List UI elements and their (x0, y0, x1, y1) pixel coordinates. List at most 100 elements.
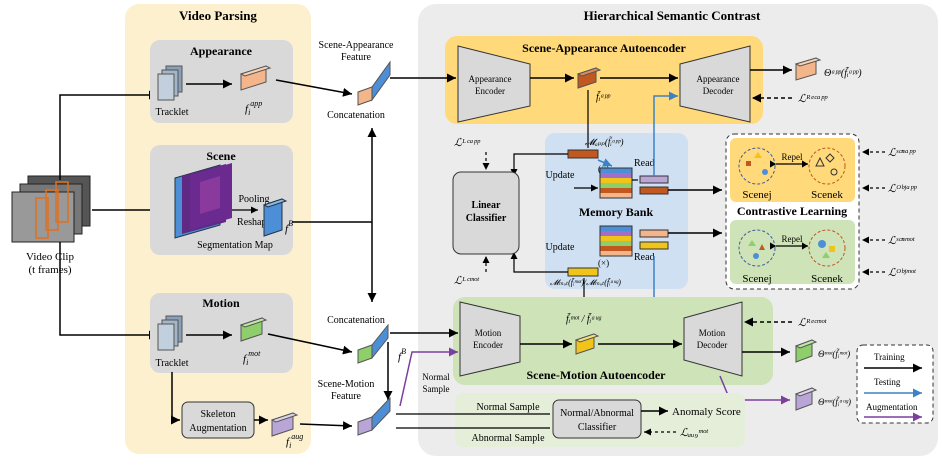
rec-mot-loss: ℒᴿᵉᶜᵐᵒᵗ (798, 317, 827, 329)
arrow-read-to-app-decoder (653, 91, 678, 176)
appearance-decoder (679, 45, 751, 123)
lc-mot-loss: ℒᴸᶜᵐᵒᵗ (454, 275, 480, 287)
f-mot-feature (239, 317, 268, 342)
memory-stack-top (599, 167, 633, 199)
appearance-encoder-l1: Appearance (469, 74, 512, 84)
concat-mid-label: Concatenation (327, 315, 385, 326)
f-app-label: fiapp (245, 99, 262, 117)
scn-app-loss: ℒˢᶜⁿᵃᵖᵖ (888, 147, 916, 159)
legend-augmentation: Augmentation (866, 402, 918, 412)
aug-output-label: Θᵐᵒᵗ(f̃ᵢᵃᵘᵍ) (818, 397, 851, 407)
appearance-encoder (457, 45, 531, 123)
abnormal-sample-text: Abnormal Sample (471, 433, 545, 444)
read-bar-top (639, 175, 669, 184)
update-bottom-label: Update (546, 242, 575, 253)
anomaly-score-label: Anomaly Score (672, 406, 741, 418)
scene-k-cluster-bottom (808, 229, 846, 267)
read-bar-top2 (639, 186, 669, 195)
motion-decoder-l2: Decoder (697, 340, 727, 350)
scene-k-bottom: Scenek (811, 273, 843, 285)
repel-top-label: Repel (782, 152, 803, 162)
read-bar-bottom2 (639, 241, 669, 250)
app-output-feature (794, 57, 822, 81)
scene-mot-concat-feature (357, 323, 389, 364)
video-parsing-title: Video Parsing (179, 8, 257, 23)
arrow-update-bottom (510, 252, 568, 273)
linear-classifier-l2: Classifier (466, 213, 507, 224)
concat-top-label: Concatenation (327, 110, 385, 121)
arrow-normal-sample-to-encoder (399, 347, 458, 407)
nac-l2: Classifier (578, 422, 617, 433)
normal-sample-text: Normal Sample (476, 402, 540, 413)
appearance-decoder-l1: Appearance (697, 74, 740, 84)
reshape-label: Reshape (237, 217, 271, 228)
segmentation-map-label: Segmentation Map (197, 240, 273, 251)
appearance-tracklet-label: Tracklet (156, 107, 189, 118)
mmot-bar (567, 267, 599, 277)
motion-decoder-l1: Motion (699, 328, 726, 338)
legend-training: Training (874, 352, 905, 362)
arrow-update-top (510, 153, 568, 176)
pooling-label: Pooling (238, 194, 269, 205)
read-bottom-label: Read (634, 252, 655, 263)
scene-j-top: Scenej (742, 189, 771, 201)
scene-k-top: Scenek (811, 189, 843, 201)
scene-k-cluster-top (808, 147, 846, 185)
contrastive-bottom-bg (730, 220, 855, 284)
motion-encoder (459, 301, 521, 377)
f-aug-feature (270, 412, 299, 437)
f-aug-label: fiaug (286, 432, 303, 450)
arrow-input-to-appearance (59, 90, 158, 180)
appearance-decoder-l2: Decoder (703, 86, 733, 96)
repel-bottom-label: Repel (782, 234, 803, 244)
app-output-label: Θᵃᵖᵖ(f̃ᵢᵃᵖᵖ) (824, 66, 862, 79)
motion-box (150, 293, 293, 373)
appearance-encoder-l2: Encoder (475, 86, 505, 96)
memory-bank-title: Memory Bank (579, 205, 654, 219)
fB-feature (262, 198, 288, 237)
contrastive-top-bg (730, 138, 855, 202)
video-clip-label: Video Clip (26, 251, 74, 263)
scene-motion-feature-label: Scene-Motion (318, 379, 375, 390)
scn-mot-loss: ℒˢᶜⁿᵐᵒᵗ (888, 235, 915, 247)
aug-loss-label: ℒₐᵤ₉ᵐᵒᵗ (680, 427, 709, 439)
normal-sample-l2: Sample (423, 384, 450, 394)
arrow-fmot-to-concat (267, 333, 353, 355)
legend-testing: Testing (874, 377, 901, 387)
skeleton-line1: Skeleton (201, 409, 236, 420)
motion-encoder-l1: Motion (475, 328, 502, 338)
lc-app-loss: ℒᴸᶜᵃᵖᵖ (454, 137, 481, 149)
arrow-mapp-to-stack (597, 158, 613, 167)
scene-title: Scene (206, 149, 236, 163)
scene-aug-concat-feature (357, 396, 391, 436)
memory-stack-bottom (599, 225, 633, 257)
f-app-feature (239, 65, 272, 91)
sa-autoencoder-title: Scene-Appearance Autoencoder (522, 41, 686, 55)
hierarchical-title: Hierarchical Semantic Contrast (584, 8, 761, 23)
contrastive-title: Contrastive Learning (737, 204, 847, 218)
fB-label: fB (285, 219, 293, 235)
linear-classifier-l1: Linear (472, 200, 501, 211)
arrow-input-to-motion (59, 242, 158, 340)
scene-appearance-feature-label2: Feature (341, 52, 372, 63)
rec-app-loss: ℒᴿᵉᶜᵃᵖᵖ (798, 93, 828, 105)
video-clip-icon (11, 175, 91, 243)
normal-abnormal-classifier (552, 399, 642, 439)
scene-j-bottom: Scenej (742, 273, 771, 285)
arrow-faug-to-concat (299, 421, 353, 431)
update-top-label: Update (546, 170, 575, 181)
f-mot-label: fimot (243, 349, 261, 367)
appearance-box (150, 40, 293, 123)
m-app-label: 𝓜ₐₚₚ(f̃ᵢᵃᵖᵖ) (585, 137, 624, 147)
mapp-bar (567, 149, 599, 159)
normal-sample-l1: Normal (422, 372, 450, 382)
scene-appearance-feature-label: Scene-Appearance (319, 40, 395, 51)
mot-output-label: Θᵐᵒᵗ(f̃ᵢᵐᵒᵗ) (818, 349, 850, 359)
motion-tracklet-label: Tracklet (156, 358, 189, 369)
aug-output-feature (794, 387, 818, 411)
times-bottom: (×) (598, 258, 609, 268)
tracklet-icon (157, 65, 183, 101)
read-bar-bottom (639, 229, 669, 238)
motion-title: Motion (202, 296, 240, 310)
